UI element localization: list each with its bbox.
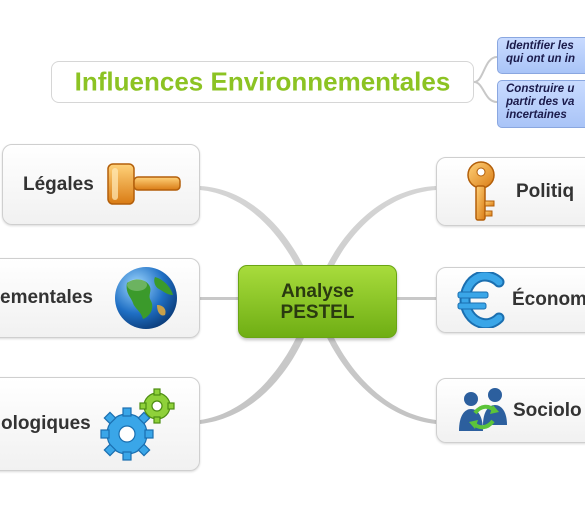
- node-environnementales[interactable]: ementales: [0, 258, 200, 338]
- globe-icon: [115, 267, 177, 329]
- connector-middle-right: [396, 297, 436, 300]
- title-text: Influences Environnementales: [74, 66, 451, 97]
- node-economique[interactable]: Économ: [436, 267, 585, 333]
- center-line-2: PESTEL: [280, 301, 355, 323]
- euro-icon: [457, 272, 505, 328]
- node-label: Politiq: [516, 180, 575, 202]
- note-line: qui ont un in: [506, 53, 575, 65]
- people-icon: [459, 388, 507, 431]
- center-line-1: Analyse: [281, 280, 354, 302]
- node-label: ementales: [0, 287, 93, 308]
- node-label: Sociolo: [513, 399, 582, 421]
- node-label: ologiques: [1, 413, 91, 434]
- note-construire[interactable]: Construire u partir des va incertaines: [497, 80, 585, 128]
- node-politique[interactable]: Politiq: [436, 157, 585, 226]
- key-icon: [467, 161, 495, 221]
- center-node[interactable]: Analyse PESTEL: [238, 265, 397, 338]
- connector-middle-left: [200, 297, 240, 300]
- note-identifier[interactable]: Identifier les qui ont un in: [497, 37, 585, 74]
- node-legales[interactable]: Légales: [2, 144, 200, 225]
- node-socioculturelles[interactable]: Sociolo: [436, 378, 585, 443]
- connector-title-notes: [473, 56, 498, 103]
- note-line: incertaines: [506, 109, 567, 121]
- node-label: Légales: [23, 173, 94, 195]
- node-technologiques[interactable]: ologiques: [0, 377, 200, 471]
- connector-ribbon-right: [315, 186, 436, 424]
- gears-icon: [100, 388, 175, 461]
- note-line: partir des va: [506, 96, 575, 108]
- node-label: Économ: [512, 289, 585, 310]
- hammer-icon: [107, 163, 181, 205]
- note-line: Construire u: [506, 83, 575, 95]
- connector-ribbon-left: [200, 186, 315, 424]
- note-line: Identifier les: [506, 40, 574, 52]
- title-node[interactable]: Influences Environnementales: [51, 61, 474, 103]
